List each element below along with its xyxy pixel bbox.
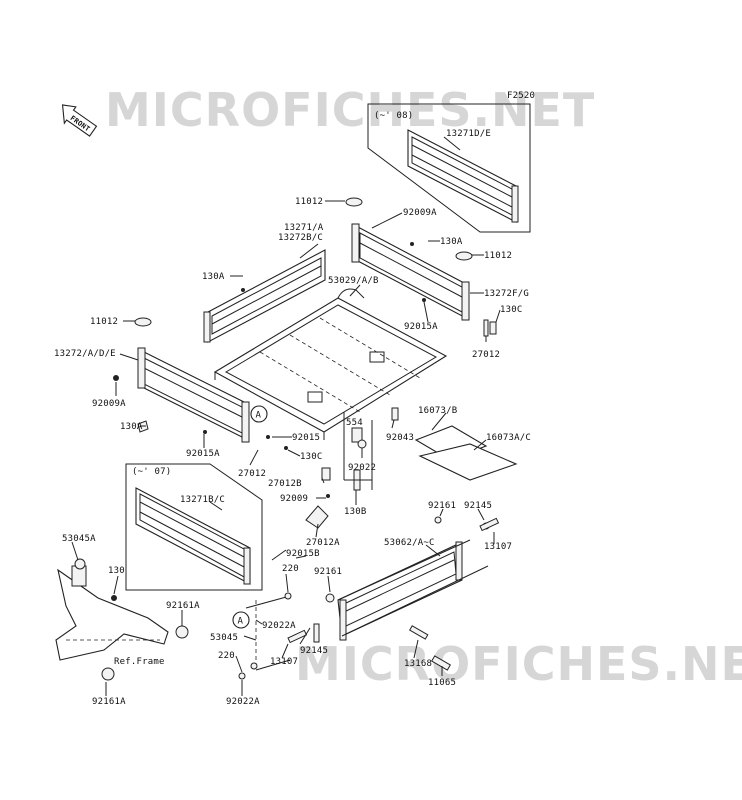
- part-13168: 13168: [404, 659, 432, 669]
- part-92009a-top: 92009A: [403, 208, 437, 218]
- diagram-code: F2520: [507, 91, 535, 101]
- part-53045: 53045: [210, 633, 238, 643]
- part-92043: 92043: [386, 433, 414, 443]
- part-27012b: 27012B: [268, 479, 302, 489]
- part-220-low: 220: [218, 651, 235, 661]
- part-92015a-mid: 92015A: [404, 322, 438, 332]
- part-130: 130: [108, 566, 125, 576]
- inset-upto-08: (~' 08): [367, 103, 531, 233]
- part-27012-right: 27012: [472, 350, 500, 360]
- side-panel-rear: [203, 249, 326, 343]
- part-13272ade: 13272/A/D/E: [54, 349, 116, 359]
- part-92015a-left: 92015A: [186, 449, 220, 459]
- cargo-bed-floor: [213, 288, 448, 440]
- part-53029ab: 53029/A/B: [328, 276, 379, 286]
- front-arrow-icon: FRONT: [61, 104, 98, 137]
- part-11012-right: 11012: [484, 251, 512, 261]
- part-554: 554: [346, 418, 363, 428]
- watermark-top: MICROFICHES.NET: [105, 83, 595, 137]
- part-13272fg: 13272F/G: [484, 289, 529, 299]
- leader-lines: [71, 136, 501, 696]
- part-130c-right: 130C: [500, 305, 522, 315]
- part-130b: 130B: [344, 507, 366, 517]
- part-11012-top: 11012: [295, 197, 323, 207]
- part-27012-mid: 27012: [238, 469, 266, 479]
- part-13107-low: 13107: [270, 657, 298, 667]
- inset-upto-07: (~' 07): [125, 463, 263, 591]
- part-92009: 92009: [280, 494, 308, 504]
- watermark-bottom: MICROFICHES.NET: [295, 637, 742, 691]
- inset-08-title: (~' 08): [374, 111, 413, 121]
- cap-icon: [345, 197, 363, 207]
- part-92015b: 92015B: [286, 549, 320, 559]
- cap-icon: [134, 317, 152, 327]
- inset-07-title: (~' 07): [132, 467, 171, 477]
- tailgate: [337, 541, 463, 641]
- latch-bracket: [55, 558, 169, 661]
- part-130c-mid: 130C: [300, 452, 322, 462]
- part-53045a: 53045A: [62, 534, 96, 544]
- side-panel-right: [351, 223, 470, 321]
- part-92145-low: 92145: [300, 646, 328, 656]
- part-11065: 11065: [428, 678, 456, 688]
- part-13271a: 13271/A: [284, 223, 324, 233]
- plug-icon: [101, 667, 115, 681]
- part-13272bc: 13272B/C: [278, 233, 323, 243]
- ref-marker-a: A: [250, 405, 268, 423]
- part-220-top: 220: [282, 564, 299, 574]
- part-130a-left: 130A: [202, 272, 225, 282]
- part-13107-right: 13107: [484, 542, 512, 552]
- ref-marker-a-lower: A: [232, 611, 250, 629]
- part-11012-left: 11012: [90, 317, 118, 327]
- part-labels: 13271D/E 11012 92009A 13271/A 13272B/C 1…: [54, 129, 531, 707]
- part-16073ac: 16073A/C: [486, 433, 531, 443]
- part-92161a-bottom: 92161A: [92, 697, 126, 707]
- part-53062ac: 53062/A~C: [384, 538, 435, 548]
- plug-icon: [175, 625, 189, 639]
- part-130a-top: 130A: [440, 237, 463, 247]
- part-92015: 92015: [292, 433, 320, 443]
- part-92161-top: 92161: [428, 501, 456, 511]
- part-13271de: 13271D/E: [446, 129, 491, 139]
- side-panel-front: [137, 347, 250, 443]
- part-13271bc: 13271B/C: [180, 495, 225, 505]
- part-92022a-top: 92022A: [262, 621, 296, 631]
- part-92009a-left: 92009A: [92, 399, 126, 409]
- part-92022: 92022: [348, 463, 376, 473]
- mat-lower: [418, 443, 518, 481]
- part-16073b: 16073/B: [418, 406, 457, 416]
- svg-text:A: A: [238, 617, 244, 627]
- part-92145-top: 92145: [464, 501, 492, 511]
- part-92161a-mid: 92161A: [166, 601, 200, 611]
- ref-frame-label: Ref.Frame: [114, 657, 165, 667]
- svg-text:A: A: [256, 411, 262, 421]
- part-27012a: 27012A: [306, 538, 340, 548]
- cap-icon: [455, 251, 473, 261]
- part-92161-mid: 92161: [314, 567, 342, 577]
- part-130a-bottom: 130A: [120, 422, 143, 432]
- part-92022a-bottom: 92022A: [226, 697, 260, 707]
